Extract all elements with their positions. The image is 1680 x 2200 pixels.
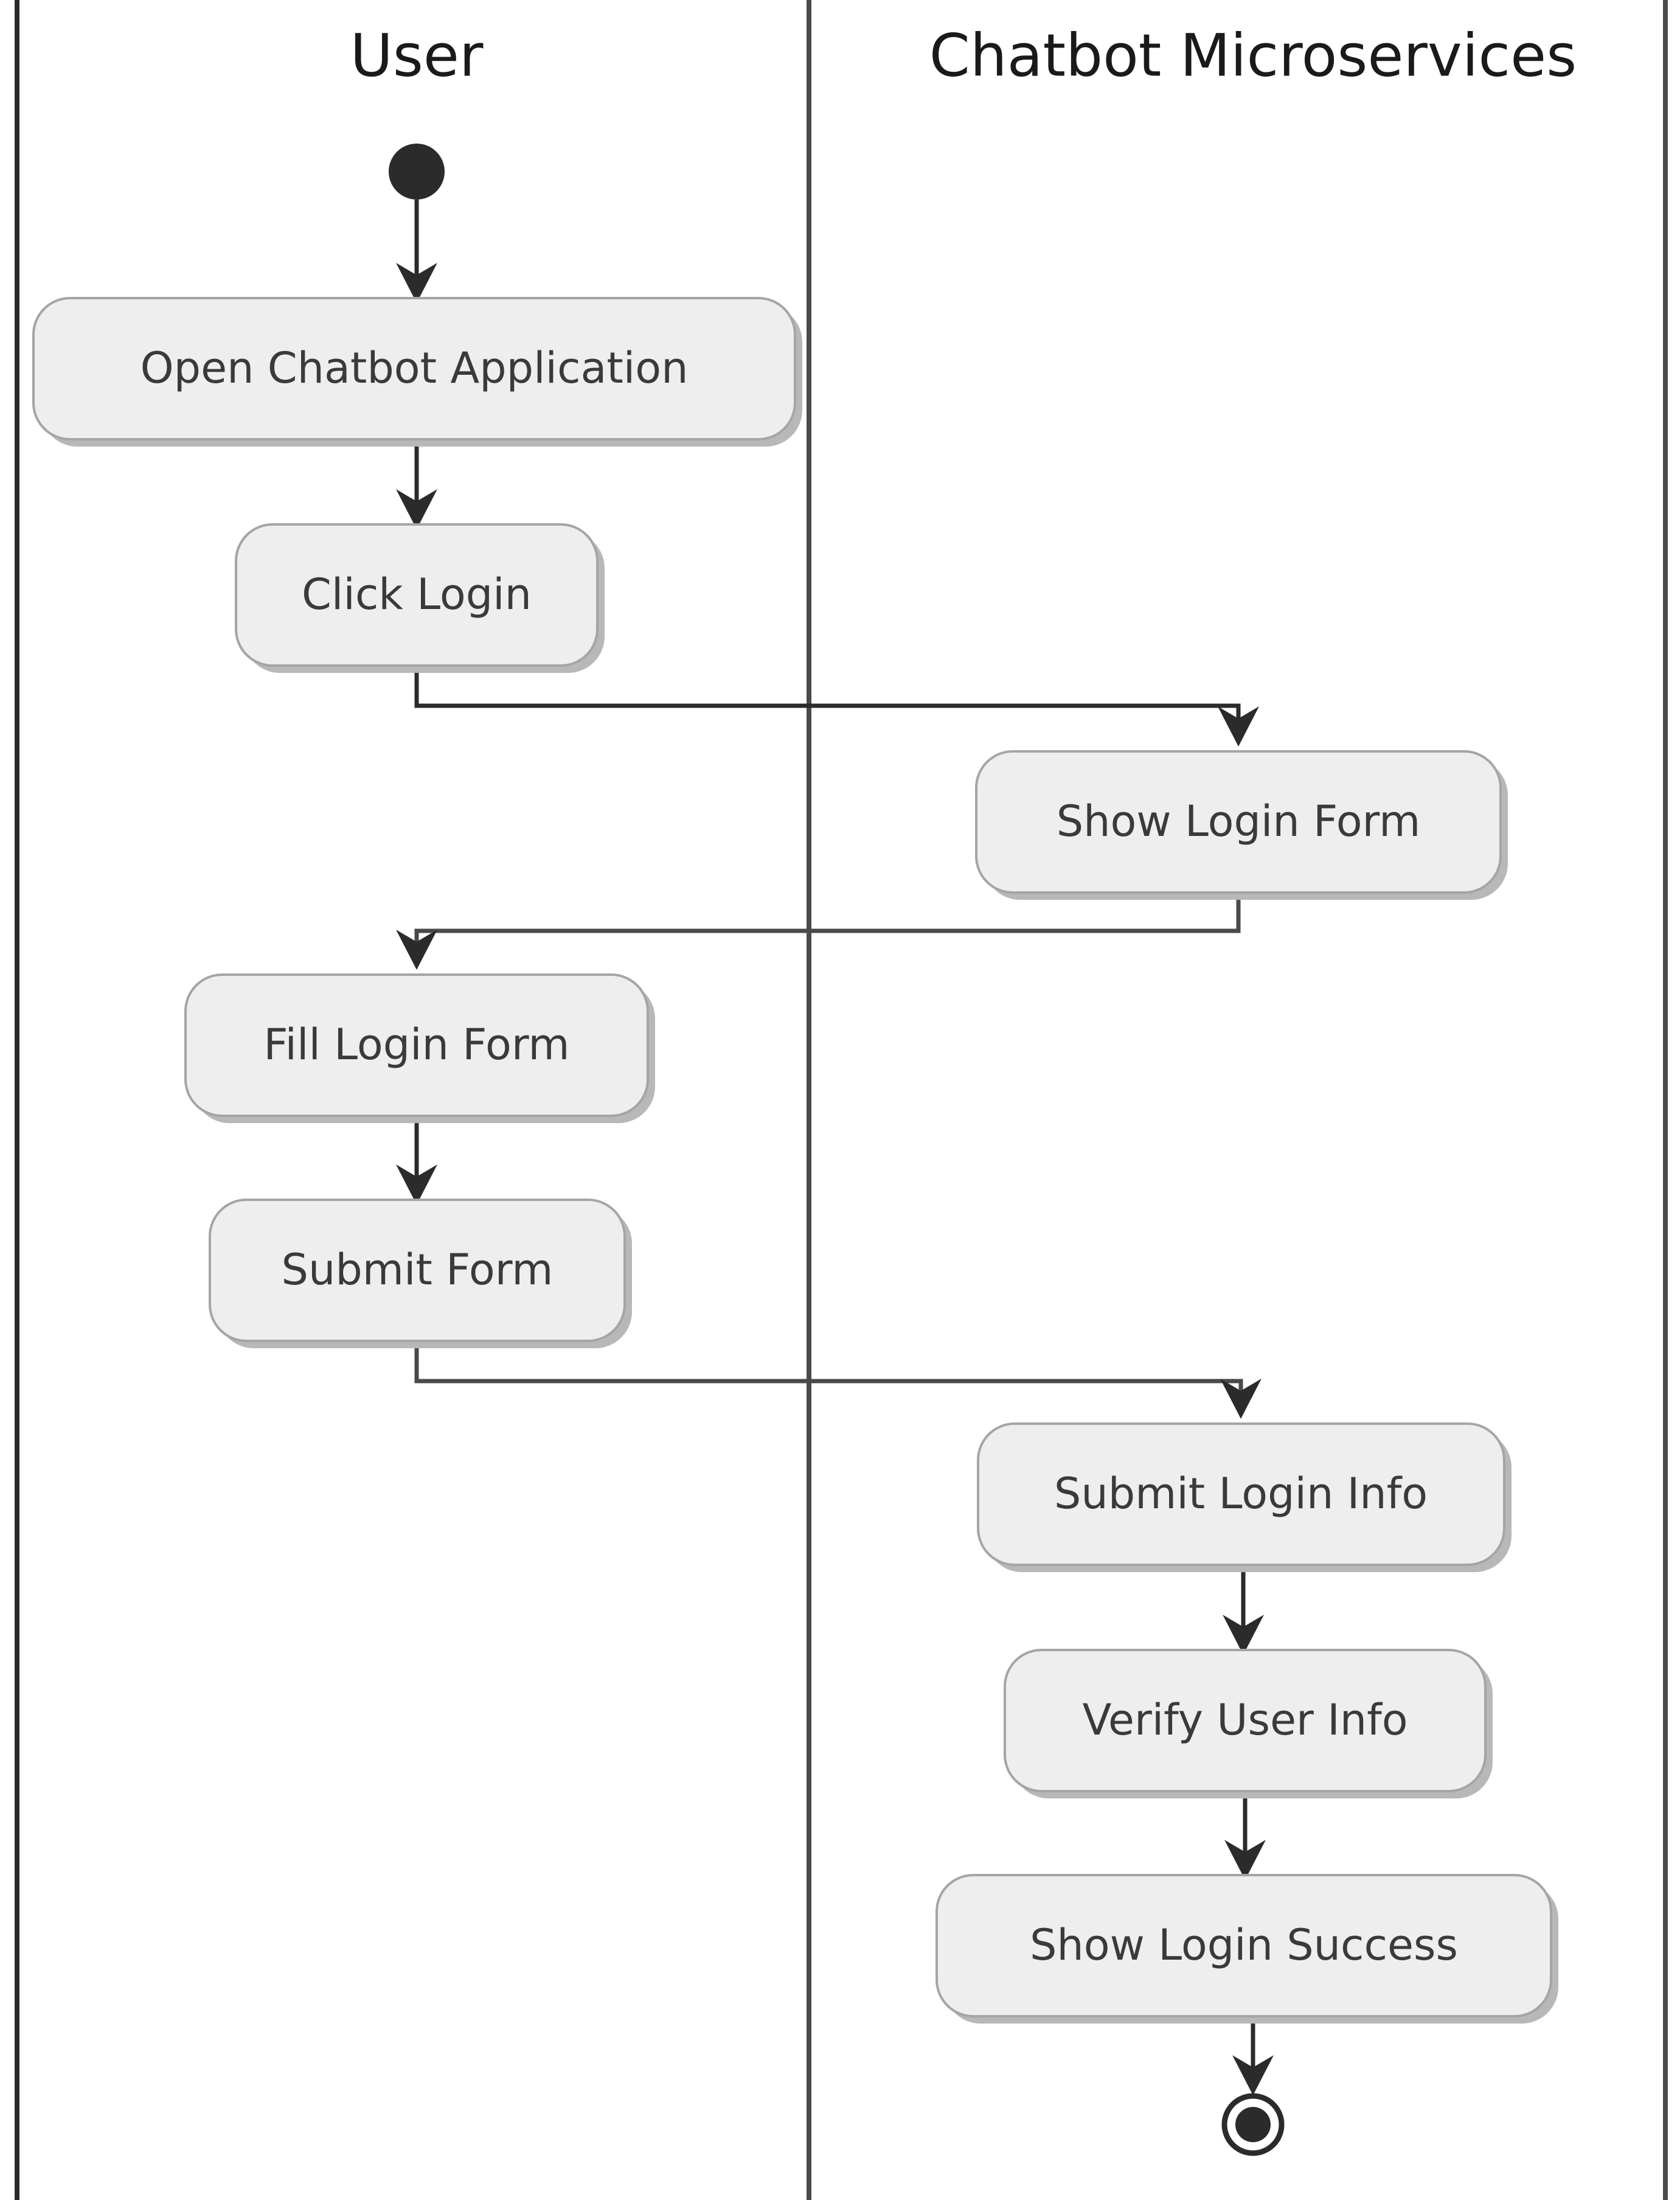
action-body[interactable]	[975, 750, 1502, 894]
arrowhead-icon	[1232, 2055, 1274, 2095]
action-body[interactable]	[977, 1422, 1505, 1566]
final-node[interactable]	[1221, 2093, 1285, 2156]
swimlane-headers: User Chatbot Microservices	[350, 21, 1577, 89]
action-label: Click Login	[302, 569, 532, 619]
action-label: Submit Form	[282, 1245, 554, 1295]
end-node-core-icon	[1235, 2107, 1271, 2142]
action-click-login[interactable]: Click Login	[235, 523, 605, 673]
action-label: Show Login Form	[1057, 796, 1421, 846]
edge-fill-login-form-to-submit-form	[396, 1116, 437, 1205]
arrowhead-icon	[396, 263, 437, 303]
initial-node[interactable]	[389, 144, 445, 200]
action-body[interactable]	[235, 523, 599, 667]
action-label: Open Chatbot Application	[141, 343, 689, 393]
action-body[interactable]	[32, 297, 796, 440]
edge-verify-user-info-to-show-login-success	[1224, 1791, 1266, 1880]
edge-submit-login-info-to-verify-user-info	[1223, 1565, 1264, 1655]
action-show-login-success[interactable]: Show Login Success	[935, 1874, 1558, 2024]
swimlane-borders	[15, 0, 1668, 2200]
action-body[interactable]	[209, 1199, 626, 1342]
flow-edges	[396, 200, 1274, 2095]
arrowhead-icon	[1218, 706, 1259, 747]
edge-click-login-to-show-login-form	[414, 666, 1259, 747]
action-submit-form[interactable]: Submit Form	[209, 1199, 632, 1348]
edge-submit-form-to-submit-login-info	[414, 1341, 1262, 1419]
action-label: Fill Login Form	[263, 1020, 569, 1070]
action-body[interactable]	[1004, 1649, 1487, 1792]
edge-open-chatbot-application-to-click-login	[396, 439, 437, 529]
action-body[interactable]	[935, 1874, 1552, 2017]
arrowhead-icon	[1224, 1840, 1266, 1880]
arrowhead-icon	[1223, 1615, 1264, 1655]
start-node-icon[interactable]	[389, 144, 445, 200]
action-show-login-form[interactable]: Show Login Form	[975, 750, 1508, 900]
action-submit-login-info[interactable]: Submit Login Info	[977, 1422, 1512, 1572]
action-label: Submit Login Info	[1054, 1469, 1428, 1519]
swimlane-title-chatbot-microservices: Chatbot Microservices	[929, 21, 1577, 89]
edge-show-login-success-to-end	[1232, 2016, 1274, 2095]
action-verify-user-info[interactable]: Verify User Info	[1004, 1649, 1493, 1798]
edge-show-login-form-to-fill-login-form	[396, 893, 1241, 970]
action-label: Verify User Info	[1082, 1695, 1408, 1745]
action-body[interactable]	[184, 973, 649, 1117]
arrowhead-icon	[1220, 1379, 1262, 1419]
arrowhead-icon	[396, 489, 437, 529]
action-label: Show Login Success	[1030, 1920, 1458, 1970]
action-fill-login-form[interactable]: Fill Login Form	[184, 973, 655, 1123]
action-open-chatbot-application[interactable]: Open Chatbot Application	[32, 297, 802, 447]
arrowhead-icon	[396, 930, 437, 970]
swimlane-title-user: User	[350, 21, 484, 89]
arrowhead-icon	[396, 1164, 437, 1205]
edge-start-to-open-chatbot-application	[396, 200, 437, 303]
